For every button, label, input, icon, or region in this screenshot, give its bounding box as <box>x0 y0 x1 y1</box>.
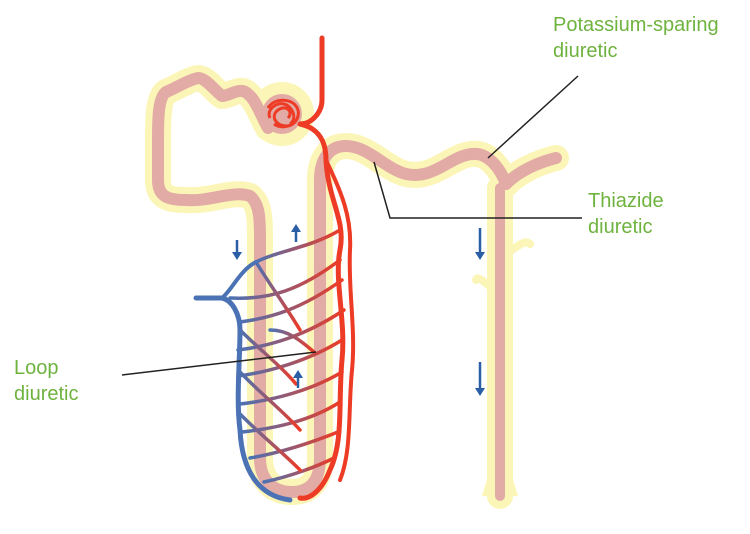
distal-lumen <box>500 152 562 190</box>
arrow-up-ascending-top <box>291 224 301 242</box>
nephron-tubule <box>145 65 569 509</box>
thiazide-diuretic-label: Thiazide diuretic <box>588 188 664 240</box>
glomerulus <box>266 98 300 129</box>
thiazide-line1: Thiazide <box>588 190 664 212</box>
potassium-sparing-line2: diuretic <box>553 40 618 62</box>
arrow-down-duct-bottom <box>475 362 485 396</box>
tubule-lumen <box>152 72 562 501</box>
potassium-sparing-line1: Potassium-sparing <box>553 14 719 36</box>
afferent-artery <box>297 35 346 501</box>
potassium-sparing-diuretic-label: Potassium-sparing diuretic <box>553 12 719 64</box>
leader-lines <box>121 75 582 376</box>
duct-branch-2 <box>472 274 492 289</box>
vein-trunk <box>193 295 293 503</box>
leader-potassium-sparing <box>487 75 579 159</box>
thiazide-line2: diuretic <box>588 216 653 238</box>
arrow-down-duct-top <box>475 228 485 260</box>
capillaries <box>228 228 346 484</box>
efferent-artery <box>324 158 356 482</box>
leader-thiazide <box>373 161 582 219</box>
proximal-lumen <box>152 72 512 498</box>
loop-line2: diuretic <box>14 383 79 405</box>
blood-vessels <box>193 35 356 503</box>
arrow-down-descending <box>232 240 242 260</box>
loop-line1: Loop <box>14 357 59 379</box>
loop-diuretic-label: Loop diuretic <box>14 355 78 407</box>
vein-branch-top <box>220 260 258 300</box>
duct-branch-1 <box>508 238 534 254</box>
arrow-up-ascending-bottom <box>293 370 303 388</box>
flow-arrows <box>232 224 485 396</box>
leader-loop <box>121 351 317 376</box>
